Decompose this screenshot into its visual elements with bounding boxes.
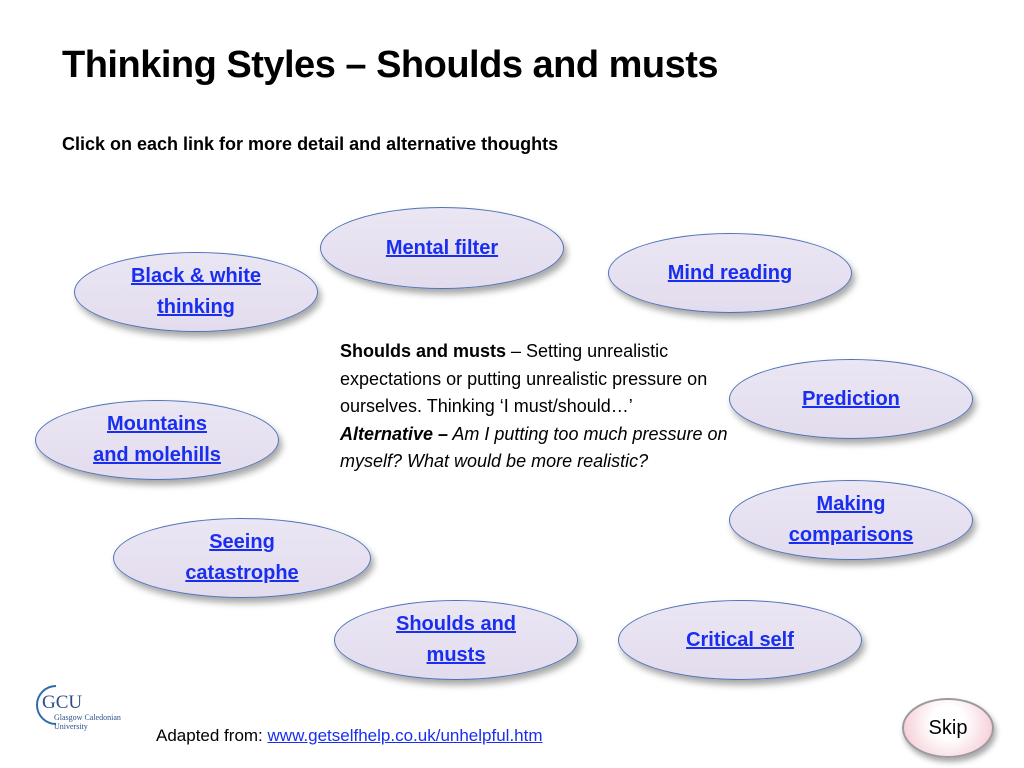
gcu-logo-icon: GCU: [36, 685, 82, 725]
logo-line1: Glasgow Caledonian: [54, 713, 121, 722]
alternative-text: Am I putting too much pressure on myself…: [340, 423, 728, 472]
skip-button[interactable]: Skip: [902, 698, 994, 758]
prediction-link-button[interactable]: Prediction: [729, 359, 973, 439]
seeing-catastrophe-line1: Seeing: [209, 531, 275, 553]
mental-filter-label[interactable]: Mental filter: [385, 236, 499, 259]
logo-mark: GCU: [42, 692, 82, 713]
shoulds-musts-link-button[interactable]: Shoulds and musts: [334, 600, 578, 680]
black-white-thinking-link-button[interactable]: Black & white thinking: [74, 252, 318, 332]
mind-reading-link-button[interactable]: Mind reading: [608, 233, 852, 313]
seeing-catastrophe-link-button[interactable]: Seeing catastrophe: [113, 518, 371, 598]
making-comparisons-line1: Making: [816, 493, 886, 515]
mind-reading-label[interactable]: Mind reading: [667, 261, 793, 284]
prediction-label[interactable]: Prediction: [802, 387, 900, 410]
description-term: Shoulds and musts: [340, 341, 507, 361]
making-comparisons-label[interactable]: Making comparisons: [789, 489, 913, 551]
mountains-molehills-label[interactable]: Mountains and molehills: [93, 409, 221, 471]
page-subtitle: Click on each link for more detail and a…: [62, 134, 559, 154]
page-title: Thinking Styles – Shoulds and musts: [62, 44, 719, 86]
mountains-line1: Mountains: [107, 413, 207, 435]
critical-self-link-button[interactable]: Critical self: [618, 600, 862, 680]
shoulds-musts-label[interactable]: Shoulds and musts: [396, 609, 516, 671]
seeing-catastrophe-label[interactable]: Seeing catastrophe: [185, 527, 298, 589]
description-text: Shoulds and musts – Setting unrealistic …: [340, 338, 732, 476]
making-comparisons-line2: comparisons: [788, 524, 914, 546]
attribution: Adapted from: www.getselfhelp.co.uk/unhe…: [156, 726, 543, 746]
description-definition: – Setting unrealistic expectations or pu…: [340, 341, 708, 416]
shoulds-musts-line1: Shoulds and: [396, 613, 516, 635]
black-white-thinking-label[interactable]: Black & white thinking: [131, 261, 261, 323]
seeing-catastrophe-line2: catastrophe: [185, 562, 299, 584]
shoulds-musts-line2: musts: [426, 644, 486, 666]
critical-self-label[interactable]: Critical self: [686, 628, 794, 651]
attribution-link[interactable]: www.getselfhelp.co.uk/unhelpful.htm: [267, 726, 543, 745]
mountains-line2: and molehills: [93, 444, 221, 466]
logo-university-name: Glasgow Caledonian University: [54, 713, 121, 731]
black-white-line2: thinking: [157, 296, 235, 318]
black-white-line1: Black & white: [130, 265, 262, 287]
mountains-molehills-link-button[interactable]: Mountains and molehills: [35, 400, 279, 480]
alternative-label: Alternative –: [340, 423, 449, 444]
mental-filter-link-button[interactable]: Mental filter: [320, 207, 564, 289]
making-comparisons-link-button[interactable]: Making comparisons: [729, 480, 973, 560]
logo-line2: University: [54, 722, 88, 731]
attribution-prefix: Adapted from:: [156, 726, 268, 745]
